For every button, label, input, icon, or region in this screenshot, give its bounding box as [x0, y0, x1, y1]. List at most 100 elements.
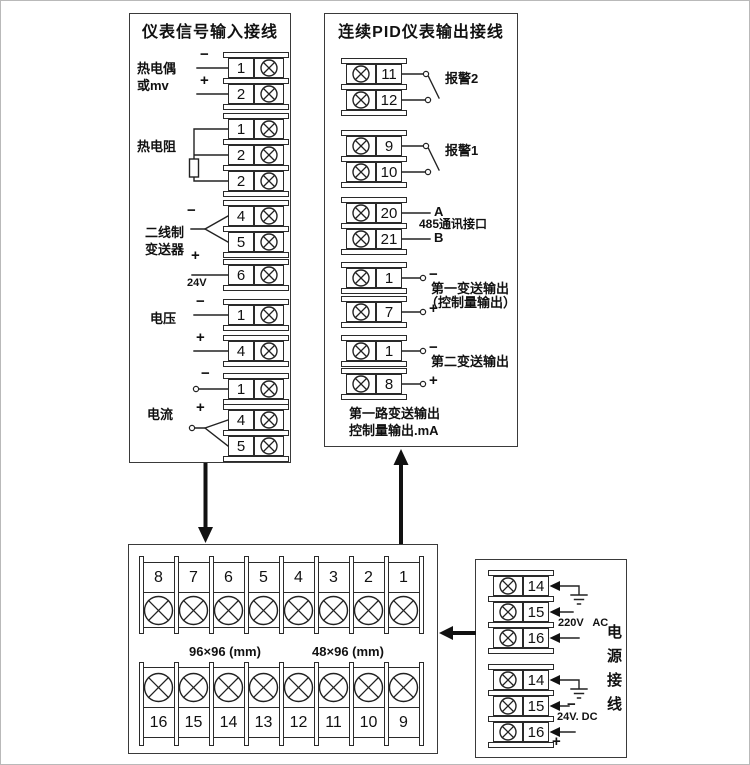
strip-terminal-number: 7 [189, 568, 198, 586]
screw-x-icon [260, 437, 278, 455]
screw-terminal-icon [254, 171, 284, 191]
terminal-cap-bar [341, 84, 407, 90]
terminal-cap-bar [223, 373, 289, 379]
terminal-cap-bar [223, 299, 289, 305]
screw-terminal-icon [386, 593, 421, 627]
screw-x-icon [352, 163, 370, 181]
strip-terminal-number: 5 [259, 568, 268, 586]
terminal-cap-bar [341, 182, 407, 188]
output1-minus-sign: − [429, 266, 438, 283]
tx-plus-sign: + [191, 247, 200, 264]
terminal-cap-bar [223, 259, 289, 265]
rtd-terminal-block: 1 2 2 [223, 113, 289, 197]
output1-plus-block: 7 [341, 296, 407, 328]
screw-terminal-icon [386, 668, 421, 707]
screw-x-icon [143, 595, 174, 625]
voltage-plus-block: 4 [223, 335, 289, 367]
screw-x-icon [499, 603, 517, 621]
terminal-cap-bar [488, 570, 554, 576]
output-note-line2: 控制量输出.mA [349, 423, 439, 438]
strip-terminal-number: 11 [325, 713, 342, 731]
terminal-cap-bar [223, 139, 289, 145]
screw-x-icon [260, 207, 278, 225]
terminal-row: 14 [493, 576, 549, 596]
terminal-number: 20 [376, 203, 402, 223]
screw-terminal-icon [493, 576, 523, 596]
screw-terminal-icon [493, 670, 523, 690]
terminal-number: 1 [376, 268, 402, 288]
screw-terminal-icon [316, 668, 351, 707]
strip-divider-post [278, 556, 284, 634]
screw-x-icon [352, 137, 370, 155]
screw-x-icon [353, 595, 384, 625]
terminal-row: 6 [228, 265, 284, 285]
terminal-cap-bar [488, 648, 554, 654]
screw-terminal-icon [211, 593, 246, 627]
terminal-row: 2 [228, 84, 284, 104]
transmitter-minus-block: 4 5 [223, 200, 289, 258]
screw-terminal-icon [316, 593, 351, 627]
screw-x-icon [352, 342, 370, 360]
strip-divider-post [208, 662, 214, 746]
terminal-cap-bar [223, 113, 289, 119]
screw-terminal-icon [346, 341, 376, 361]
terminal-row: 4 [228, 206, 284, 226]
screw-terminal-icon [351, 668, 386, 707]
screw-terminal-icon [254, 119, 284, 139]
rtd-label: 热电阻 [137, 139, 177, 154]
terminal-row: 14 [493, 670, 549, 690]
screw-x-icon [260, 266, 278, 284]
terminal-row: 1 [346, 268, 402, 288]
size-label-48x96: 48×96 (mm) [312, 644, 384, 659]
terminal-cap-bar [223, 104, 289, 110]
strip-terminal-number: 16 [149, 713, 168, 731]
screw-terminal-icon [281, 593, 316, 627]
output-note-line1: 第一路变送输出 [349, 406, 441, 421]
screw-terminal-icon [346, 136, 376, 156]
terminal-row: 2 [228, 145, 284, 165]
terminal-cap-bar [223, 285, 289, 291]
screw-x-icon [248, 595, 279, 625]
terminal-number: 2 [228, 171, 254, 191]
strip-terminal-number: 4 [294, 568, 303, 586]
strip-divider-post [173, 662, 179, 746]
screw-terminal-icon [254, 410, 284, 430]
screw-terminal-icon [254, 379, 284, 399]
screw-x-icon [260, 233, 278, 251]
rs485-terminal-block: 20 21 [341, 197, 407, 255]
strip-terminal-number: 1 [399, 568, 408, 586]
terminal-row: 4 [228, 410, 284, 430]
terminal-cap-bar [488, 622, 554, 628]
terminal-number: 1 [376, 341, 402, 361]
strip-divider-post [348, 556, 354, 634]
screw-x-icon [260, 146, 278, 164]
screw-terminal-icon [141, 668, 176, 707]
terminal-row: 8 [346, 374, 402, 394]
screw-x-icon [260, 411, 278, 429]
power-220v-ac-label: 220V AC [558, 617, 609, 629]
screw-terminal-icon [211, 668, 246, 707]
screw-terminal-icon [493, 602, 523, 622]
terminal-number: 4 [228, 206, 254, 226]
terminal-cap-bar [341, 368, 407, 374]
terminal-number: 14 [523, 670, 549, 690]
screw-x-icon [260, 306, 278, 324]
output2-plus-sign: + [429, 372, 438, 389]
strip-row [141, 668, 421, 708]
strip-divider-post [313, 662, 319, 746]
screw-terminal-icon [254, 232, 284, 252]
rs485-a-label: A [434, 204, 444, 219]
volt-minus-sign: − [196, 293, 205, 310]
terminal-cap-bar [223, 78, 289, 84]
screw-x-icon [499, 577, 517, 595]
screw-terminal-icon [246, 593, 281, 627]
terminal-cap-bar [223, 456, 289, 462]
terminal-row: 9 [346, 136, 402, 156]
alarm2-label: 报警2 [445, 71, 479, 86]
screw-x-icon [499, 697, 517, 715]
power-dc-minus-sign: − [567, 696, 576, 713]
transmitter-24v-block: 6 [223, 259, 289, 291]
power-24v-dc-label: 24V. DC [557, 711, 598, 723]
terminal-number: 1 [228, 119, 254, 139]
